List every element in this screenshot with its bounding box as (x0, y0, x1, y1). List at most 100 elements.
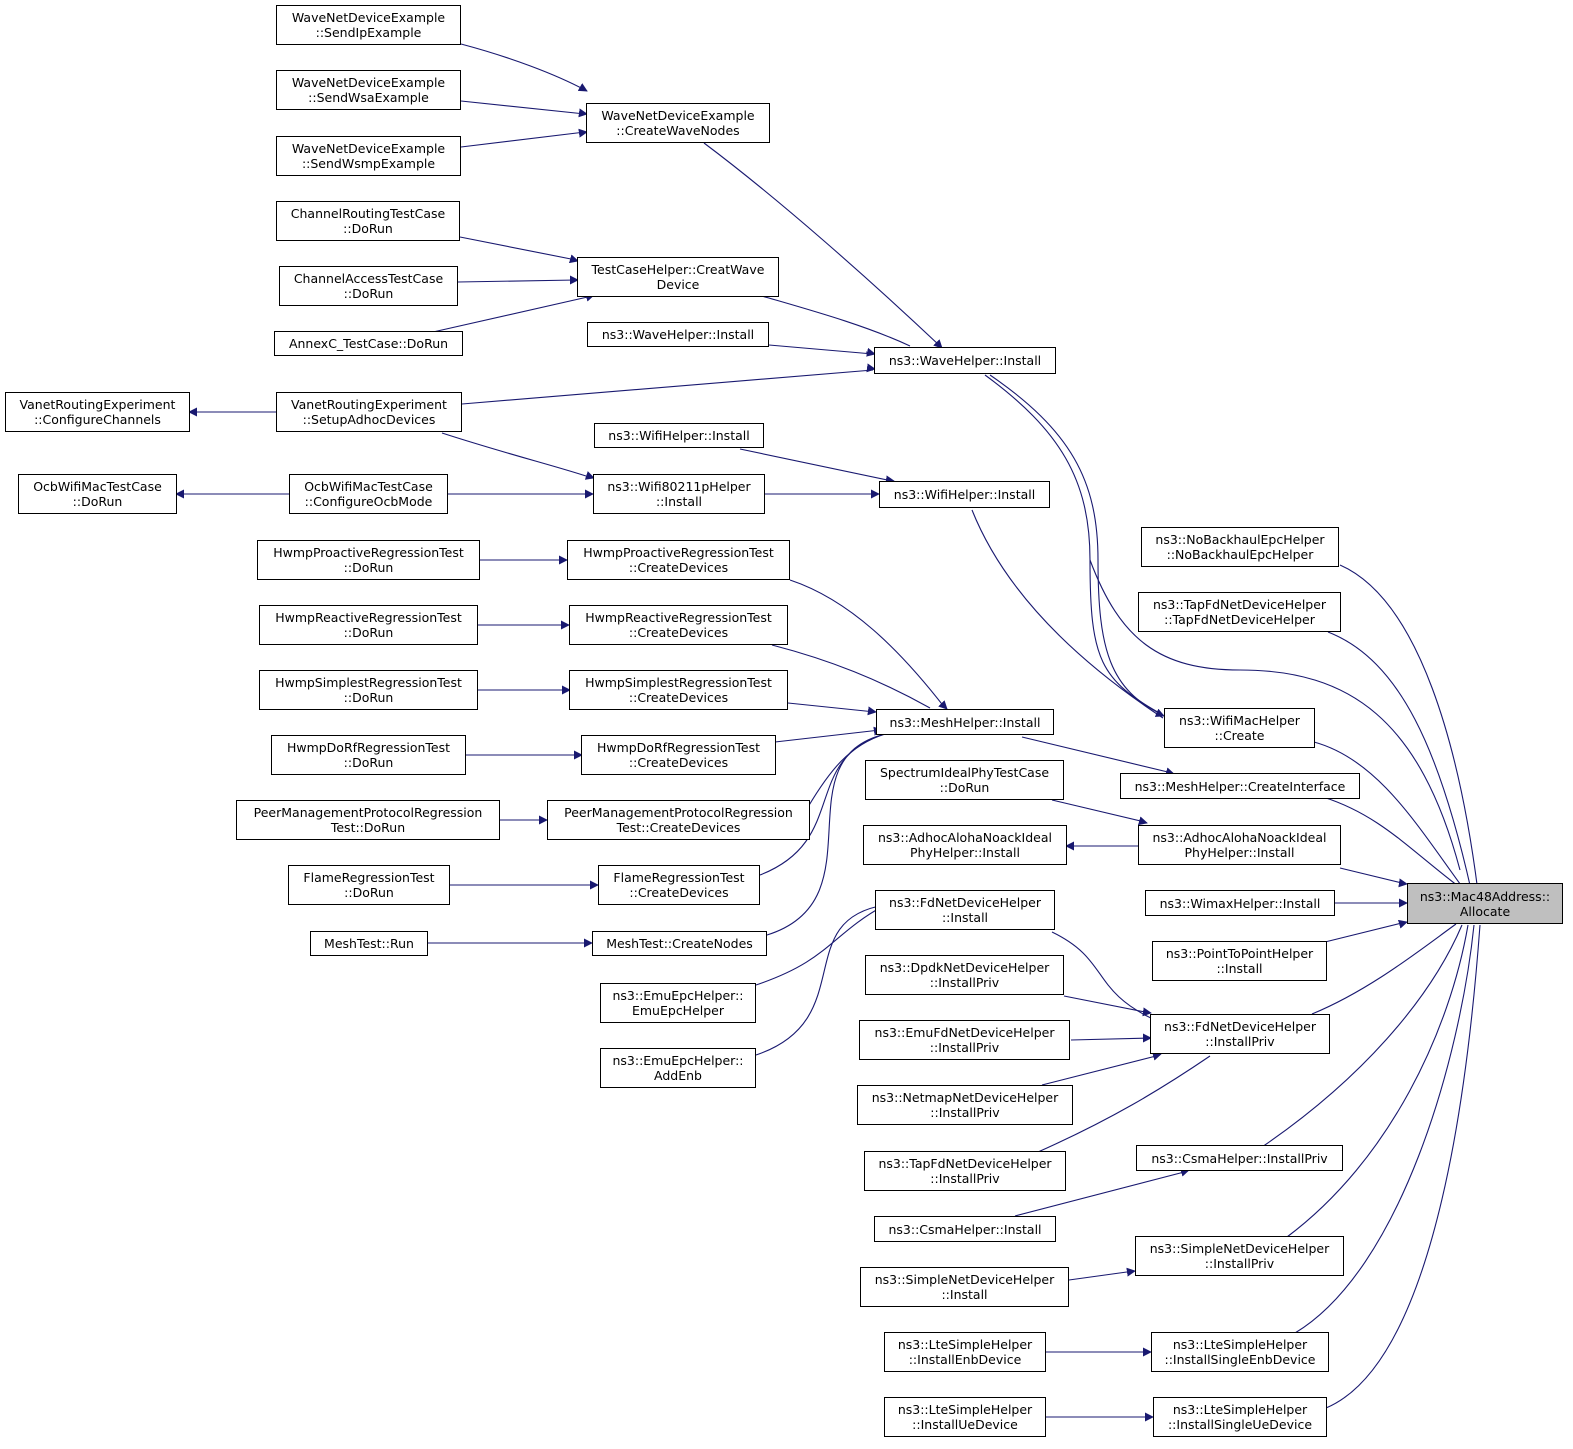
node-hpro-run[interactable]: HwmpProactiveRegressionTest::DoRun (257, 540, 480, 580)
edge (1068, 1270, 1135, 1281)
node-label: ::InstallPriv (930, 1171, 1000, 1186)
node-label: ::InstallPriv (930, 1105, 1000, 1120)
node-hsim-cd[interactable]: HwmpSimplestRegressionTest::CreateDevice… (569, 670, 788, 710)
node-label: ns3::FdNetDeviceHelper (889, 895, 1041, 910)
node-meshinstall[interactable]: ns3::MeshHelper::Install (876, 709, 1054, 735)
node-label: ns3::AdhocAlohaNoackIdeal (1152, 830, 1327, 845)
node-label: ns3::FdNetDeviceHelper (1164, 1019, 1316, 1034)
node-sendwsmp[interactable]: WaveNetDeviceExample::SendWsmpExample (276, 136, 461, 176)
node-simpleinstall[interactable]: ns3::SimpleNetDeviceHelper::Install (860, 1267, 1069, 1307)
node-nobackhaul[interactable]: ns3::NoBackhaulEpcHelper::NoBackhaulEpcH… (1141, 527, 1339, 567)
node-flame-run[interactable]: FlameRegressionTest::DoRun (288, 865, 450, 905)
edge (755, 904, 886, 986)
node-lteenbsingle[interactable]: ns3::LteSimpleHelper::InstallSingleEnbDe… (1151, 1332, 1329, 1372)
node-label: ns3::LteSimpleHelper (897, 1402, 1033, 1417)
node-label: ns3::WimaxHelper::Install (1159, 895, 1321, 911)
node-configch[interactable]: VanetRoutingExperiment::ConfigureChannel… (5, 392, 190, 432)
node-label: ::Install (655, 494, 703, 509)
node-label: ::InstallPriv (929, 975, 1000, 990)
node-label: ::DoRun (343, 286, 394, 301)
node-meshrun[interactable]: MeshTest::Run (310, 931, 428, 956)
node-label: ::Install (1216, 961, 1263, 976)
node-flame-cd[interactable]: FlameRegressionTest::CreateDevices (598, 865, 760, 905)
node-chaccess[interactable]: ChannelAccessTestCase::DoRun (279, 266, 458, 306)
node-label: WaveNetDeviceExample (291, 75, 446, 90)
node-wavehelper2[interactable]: ns3::WaveHelper::Install (874, 347, 1056, 374)
node-label: ::InstallPriv (1204, 1256, 1275, 1271)
node-createwave[interactable]: WaveNetDeviceExample::CreateWaveNodes (586, 103, 770, 143)
node-lteue[interactable]: ns3::LteSimpleHelper::InstallUeDevice (884, 1397, 1046, 1437)
node-wifimac[interactable]: ns3::WifiMacHelper::Create (1164, 708, 1315, 748)
node-addenb[interactable]: ns3::EmuEpcHelper::AddEnb (600, 1048, 756, 1088)
node-dpdk[interactable]: ns3::DpdkNetDeviceHelper::InstallPriv (865, 955, 1064, 995)
edge (771, 644, 931, 709)
node-tapfdpriv[interactable]: ns3::TapFdNetDeviceHelper::InstallPriv (864, 1151, 1066, 1191)
edge (1070, 1037, 1151, 1041)
edge (768, 344, 874, 355)
node-simplepriv[interactable]: ns3::SimpleNetDeviceHelper::InstallPriv (1135, 1236, 1344, 1276)
node-spectrum[interactable]: SpectrumIdealPhyTestCase::DoRun (865, 760, 1064, 800)
node-sendwsa[interactable]: WaveNetDeviceExample::SendWsaExample (276, 70, 461, 110)
node-ltelenb[interactable]: ns3::LteSimpleHelper::InstallEnbDevice (884, 1332, 1046, 1372)
edge (1286, 924, 1469, 1238)
node-label: ::CreateDevices (629, 885, 729, 900)
edge (787, 702, 876, 713)
node-hsim-run[interactable]: HwmpSimplestRegressionTest::DoRun (259, 670, 478, 710)
node-hrea-cd[interactable]: HwmpReactiveRegressionTest::CreateDevice… (569, 605, 788, 645)
node-label: Test::DoRun (330, 820, 406, 835)
node-csmainstall[interactable]: ns3::CsmaHelper::Install (874, 1216, 1056, 1242)
node-hdorf-cd[interactable]: HwmpDoRfRegressionTest::CreateDevices (581, 735, 776, 775)
node-meshiface[interactable]: ns3::MeshHelper::CreateInterface (1120, 773, 1360, 799)
edge (938, 700, 948, 710)
node-label: ::InstallPriv (929, 1040, 1000, 1055)
edge (1137, 816, 1148, 826)
edge (789, 579, 946, 709)
node-wifi80211p[interactable]: ns3::Wifi80211pHelper::Install (593, 474, 765, 514)
node-fdinstall[interactable]: ns3::FdNetDeviceHelper::Install (875, 890, 1055, 930)
node-emufd[interactable]: ns3::EmuFdNetDeviceHelper::InstallPriv (859, 1020, 1070, 1060)
node-p2p[interactable]: ns3::PointToPointHelper::Install (1152, 941, 1327, 981)
node-lteuesingle[interactable]: ns3::LteSimpleHelper::InstallSingleUeDev… (1153, 1397, 1327, 1437)
node-wifihelper2[interactable]: ns3::WifiHelper::Install (879, 481, 1050, 508)
node-sendip[interactable]: WaveNetDeviceExample::SendIpExample (276, 5, 461, 45)
node-annexc[interactable]: AnnexC_TestCase::DoRun (274, 331, 463, 356)
edge (1398, 878, 1408, 888)
node-hdorf-run[interactable]: HwmpDoRfRegressionTest::DoRun (271, 735, 466, 775)
node-tapfdctor[interactable]: ns3::TapFdNetDeviceHelper::TapFdNetDevic… (1138, 592, 1341, 632)
node-chrouting[interactable]: ChannelRoutingTestCase::DoRun (276, 201, 460, 241)
node-csmapriv[interactable]: ns3::CsmaHelper::InstallPriv (1136, 1145, 1343, 1171)
node-label: Allocate (1459, 903, 1511, 919)
node-label: ::Install (941, 1287, 988, 1302)
node-hrea-run[interactable]: HwmpReactiveRegressionTest::DoRun (259, 605, 478, 645)
node-label: ::DoRun (343, 221, 393, 236)
edge (432, 295, 593, 333)
node-emuepc[interactable]: ns3::EmuEpcHelper::EmuEpcHelper (600, 983, 756, 1023)
node-meshcreate[interactable]: MeshTest::CreateNodes (592, 931, 767, 956)
node-ocbdorun[interactable]: OcbWifiMacTestCase::DoRun (18, 474, 177, 514)
node-netmap[interactable]: ns3::NetmapNetDeviceHelper::InstallPriv (857, 1085, 1073, 1125)
node-wifihelper1[interactable]: ns3::WifiHelper::Install (594, 423, 764, 448)
node-wimax[interactable]: ns3::WimaxHelper::Install (1145, 890, 1335, 916)
edge (1142, 1007, 1152, 1017)
node-hpro-cd[interactable]: HwmpProactiveRegressionTest::CreateDevic… (567, 540, 790, 580)
node-label: AnnexC_TestCase::DoRun (288, 336, 449, 351)
node-label: ::SendWsaExample (308, 90, 429, 105)
node-allocate: ns3::Mac48Address::Allocate (1407, 883, 1563, 924)
edge (461, 369, 874, 405)
node-label: MeshTest::Run (324, 936, 414, 951)
edge (578, 128, 588, 138)
node-label: ::CreateDevices (628, 560, 729, 575)
node-fdpriv[interactable]: ns3::FdNetDeviceHelper::InstallPriv (1150, 1014, 1330, 1054)
node-setupadhoc[interactable]: VanetRoutingExperiment::SetupAdhocDevice… (276, 392, 462, 432)
node-wavehelper1[interactable]: ns3::WaveHelper::Install (587, 322, 769, 347)
edge (1327, 631, 1473, 895)
node-label: ::ConfigureOcbMode (304, 494, 433, 509)
node-ocbconfig[interactable]: OcbWifiMacTestCase::ConfigureOcbMode (289, 474, 448, 514)
node-label: PhyHelper::Install (909, 845, 1021, 860)
